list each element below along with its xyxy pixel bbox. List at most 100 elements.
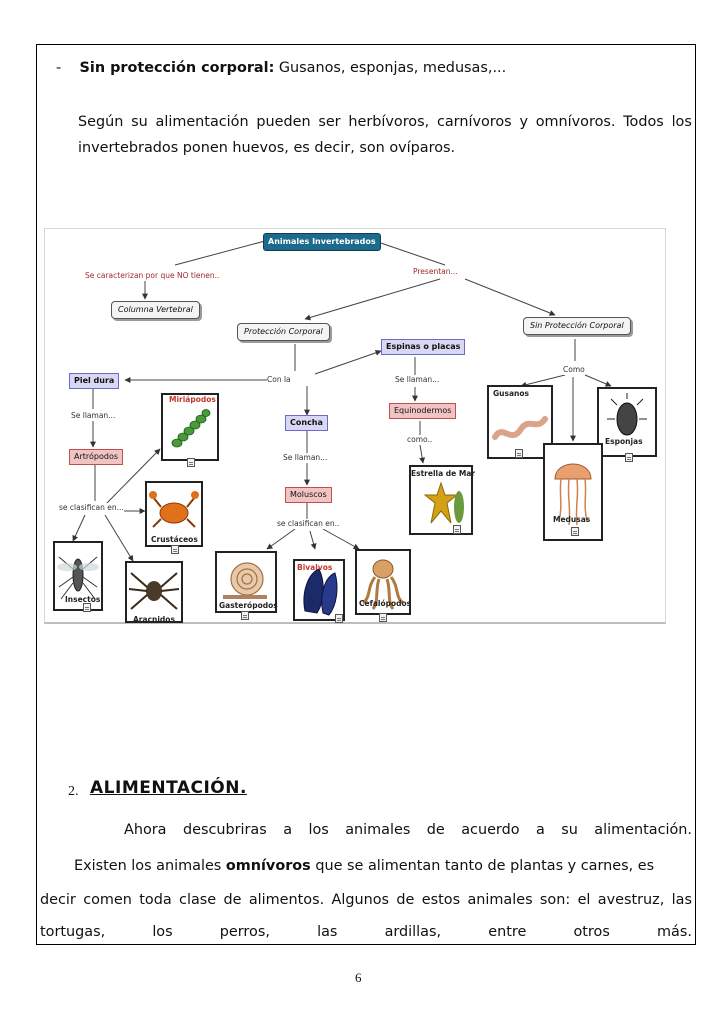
image-estrella-de-mar bbox=[409, 465, 473, 535]
section-line4: tortugas, los perros, las ardillas, entr… bbox=[40, 922, 692, 942]
link-como-estrella: como.. bbox=[407, 435, 433, 445]
word: alimentación bbox=[155, 114, 249, 130]
word: de bbox=[426, 822, 445, 838]
centipede-illustration bbox=[171, 409, 211, 448]
word: alimentos. bbox=[248, 892, 325, 908]
caption-gasteropodos: Gasterópodos bbox=[219, 601, 278, 610]
section-line2: Existen los animales omnívoros que se al… bbox=[74, 856, 654, 876]
document-icon bbox=[625, 453, 633, 462]
link-se-clasifican-artropodos: se clasifican en... bbox=[59, 503, 124, 513]
word: alimentación. bbox=[594, 822, 692, 838]
line2-bold: omnívoros bbox=[225, 858, 311, 874]
word: el bbox=[577, 892, 591, 908]
link-se-llaman-equinodermos: Se llaman... bbox=[395, 375, 440, 385]
caption-crustaceos: Crustáceos bbox=[151, 535, 198, 544]
word: Todos bbox=[623, 114, 664, 130]
bullet-line: - Sin protección corporal: Gusanos, espo… bbox=[56, 58, 506, 78]
concept-map: Animales Invertebrados Se caracterizan p… bbox=[44, 228, 666, 624]
spider-illustration bbox=[128, 572, 180, 610]
word: los bbox=[152, 924, 173, 940]
sponge-illustration bbox=[607, 393, 647, 436]
word: ardillas, bbox=[384, 924, 442, 940]
word: otros bbox=[573, 924, 610, 940]
word: tortugas, bbox=[40, 924, 106, 940]
link-se-llaman-moluscos: Se llaman... bbox=[283, 453, 328, 463]
bullet-rest: Gusanos, esponjas, medusas,... bbox=[274, 60, 507, 76]
word: los bbox=[308, 822, 329, 838]
caption-insectos: Insectos bbox=[65, 595, 101, 604]
word: avestruz, bbox=[597, 892, 665, 908]
document-icon bbox=[453, 525, 461, 534]
document-icon bbox=[335, 614, 343, 623]
image-insectos bbox=[53, 541, 103, 611]
image-miriapodos bbox=[161, 393, 219, 461]
word: omnívoros. bbox=[535, 114, 616, 130]
word: animales bbox=[345, 822, 411, 838]
link-no-tienen: Se caracterizan por que NO tienen.. bbox=[85, 271, 220, 281]
image-gusanos bbox=[487, 385, 553, 459]
worm-illustration bbox=[492, 416, 548, 440]
image-bivalvos bbox=[293, 559, 345, 621]
node-equinodermos: Equinodermos bbox=[389, 403, 457, 419]
document-icon bbox=[83, 603, 91, 612]
word: Ahora bbox=[124, 822, 167, 838]
node-proteccion-corporal: Protección Corporal bbox=[237, 323, 330, 341]
node-columna-vertebral: Columna Vertebral bbox=[111, 301, 200, 319]
word: perros, bbox=[219, 924, 270, 940]
node-piel-dura: Piel dura bbox=[69, 373, 120, 389]
node-artropodos: Artrópodos bbox=[69, 449, 124, 465]
caption-medusas: Medusas bbox=[553, 515, 591, 524]
node-sin-proteccion-corporal: Sin Protección Corporal bbox=[523, 317, 631, 335]
crab-illustration bbox=[149, 491, 199, 528]
word: más. bbox=[656, 924, 692, 940]
page-number: 6 bbox=[355, 970, 362, 985]
word: las bbox=[317, 924, 338, 940]
word: decir bbox=[40, 892, 76, 908]
caption-cefalopodos: Cefalópodos bbox=[359, 599, 412, 608]
word: Según bbox=[78, 114, 124, 130]
snail-illustration bbox=[223, 562, 267, 599]
node-concha: Concha bbox=[285, 415, 328, 431]
document-icon bbox=[171, 545, 179, 554]
word: entre bbox=[488, 924, 527, 940]
node-animales-invertebrados: Animales Invertebrados bbox=[263, 233, 381, 251]
section-line3: decir comen toda clase de alimentos. Alg… bbox=[40, 890, 692, 910]
word: son: bbox=[539, 892, 571, 908]
word: pueden bbox=[256, 114, 311, 130]
link-presentan: Presentan... bbox=[413, 267, 458, 277]
word: animales bbox=[467, 892, 533, 908]
caption-miriapodos: Miriápodos bbox=[169, 395, 216, 404]
image-crustaceos bbox=[145, 481, 203, 547]
link-como-sin-proteccion: Como bbox=[563, 365, 585, 375]
mussel-illustration bbox=[303, 568, 338, 616]
caption-estrella-de-mar: Estrella de Mar bbox=[411, 469, 476, 478]
starfish-illustration bbox=[423, 481, 464, 524]
page-frame-bottom bbox=[36, 944, 696, 945]
link-se-clasifican-moluscos: se clasifican en.. bbox=[277, 519, 340, 529]
word: Algunos bbox=[331, 892, 390, 908]
image-gasteropodos bbox=[215, 551, 277, 613]
image-medusas bbox=[543, 443, 603, 541]
word: su bbox=[131, 114, 148, 130]
bullet-dash: - bbox=[56, 60, 62, 76]
page-frame bbox=[36, 44, 696, 944]
intro-paragraph-line2: invertebrados ponen huevos, es decir, so… bbox=[78, 140, 456, 156]
node-moluscos: Moluscos bbox=[285, 487, 332, 503]
word: a bbox=[283, 822, 293, 838]
word: toda bbox=[139, 892, 172, 908]
word: de bbox=[223, 892, 242, 908]
image-aracnidos bbox=[125, 561, 183, 623]
word: ser bbox=[318, 114, 341, 130]
caption-aracnidos: Aracnidos bbox=[133, 615, 175, 624]
link-se-llaman-artropodos: Se llaman... bbox=[71, 411, 116, 421]
document-icon bbox=[241, 611, 249, 620]
document-icon bbox=[515, 449, 523, 458]
word: comen bbox=[83, 892, 132, 908]
caption-esponjas: Esponjas bbox=[605, 437, 643, 446]
word: de bbox=[396, 892, 415, 908]
document-icon bbox=[571, 527, 579, 536]
caption-bivalvos: Bivalvos bbox=[297, 563, 333, 572]
line2-pre: Existen los animales bbox=[74, 858, 222, 874]
octopus-illustration bbox=[361, 559, 405, 610]
document-icon bbox=[187, 458, 195, 467]
